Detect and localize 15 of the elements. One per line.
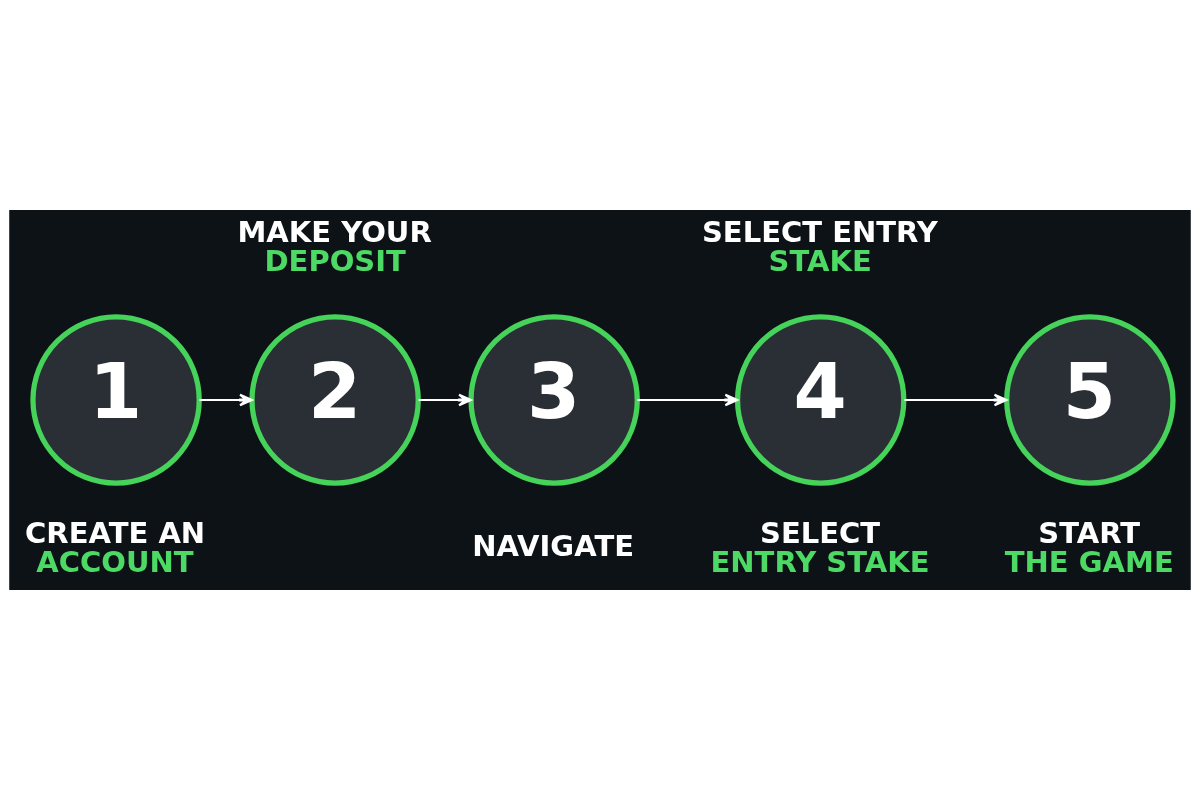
node-label: CREATE AN ACCOUNT	[25, 516, 206, 580]
node-circle: 4	[734, 314, 907, 486]
arrow	[637, 393, 739, 407]
arrow	[199, 393, 253, 407]
arrow	[418, 393, 473, 407]
node-circle: 5	[1004, 314, 1176, 486]
node-label: MAKE YOUR DEPOSIT	[237, 215, 432, 279]
node-circle: 1	[30, 314, 202, 486]
node-label: NAVIGATE	[472, 529, 634, 564]
node-circle: 2	[249, 314, 421, 486]
node-label: SELECT ENTRY STAKE	[701, 215, 938, 279]
arrow	[904, 393, 1008, 407]
node-label: SELECT ENTRY STAKE	[710, 516, 930, 580]
node-circle: 3	[468, 314, 640, 486]
node-label: START THE GAME	[1004, 516, 1174, 580]
